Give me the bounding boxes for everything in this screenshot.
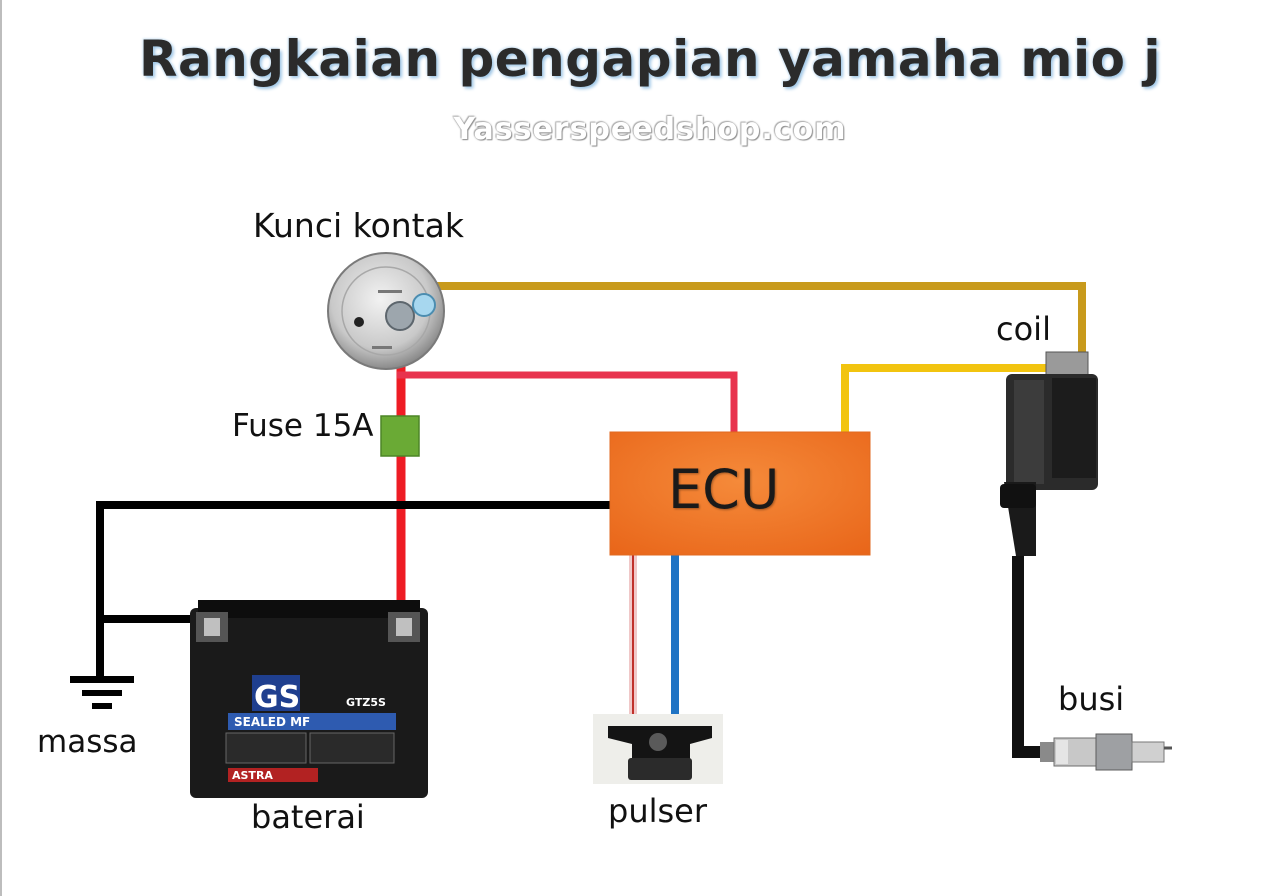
- ecu-box: [609, 431, 871, 556]
- ignition-switch-label: Kunci kontak: [253, 206, 464, 245]
- battery-maker-label: ASTRA: [232, 769, 273, 782]
- pulser-icon: [593, 714, 723, 784]
- battery-brand-label: GS: [254, 680, 300, 715]
- spark-plug-icon: [1040, 733, 1172, 771]
- coil-label: coil: [996, 310, 1051, 348]
- battery-type-label: SEALED MF: [234, 715, 310, 729]
- ignition-coil-icon: [1000, 351, 1098, 556]
- ignition-switch-icon: [327, 252, 445, 370]
- fuse-icon: [380, 415, 420, 457]
- watermark-text: Yasserspeedshop.com: [453, 112, 847, 147]
- ground-symbol: [70, 676, 134, 709]
- battery-model-label: GTZ5S: [346, 696, 386, 709]
- spark-plug-label: busi: [1058, 680, 1125, 718]
- wire-ht-lead: [1012, 556, 1050, 758]
- diagram-title: Rangkaian pengapian yamaha mio j: [138, 30, 1162, 88]
- wire-ecu-to-coil: [841, 364, 1058, 432]
- wire-power-to-ecu: [397, 371, 738, 452]
- fuse-label: Fuse 15A: [232, 408, 374, 444]
- battery-icon: [190, 600, 428, 798]
- ground-label: massa: [37, 724, 138, 760]
- page-edge: [0, 0, 2, 896]
- battery-label: baterai: [251, 798, 365, 836]
- wire-ignition-to-coil: [415, 282, 1086, 362]
- pulser-label: pulser: [608, 792, 707, 830]
- ecu-label: ECU: [668, 458, 780, 521]
